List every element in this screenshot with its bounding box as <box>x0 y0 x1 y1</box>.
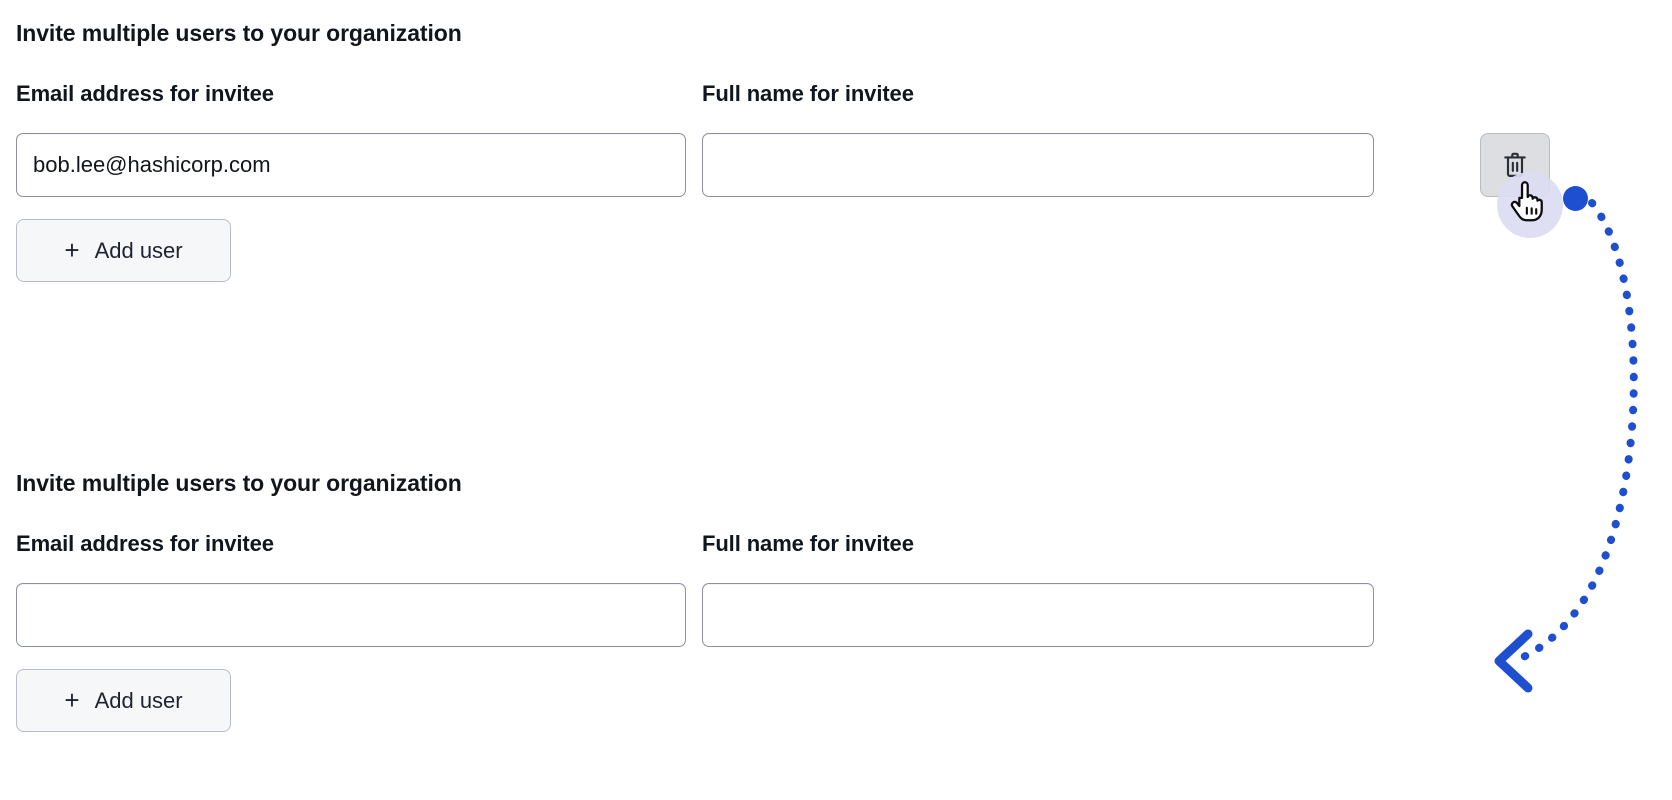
full-name-field-label: Full name for invitee <box>702 531 914 556</box>
arrow-head-left-icon <box>1494 629 1533 693</box>
add-user-button-label: Add user <box>94 687 183 713</box>
plus-icon: + <box>64 684 80 715</box>
add-user-button[interactable]: + Add user <box>16 219 231 282</box>
email-field-label: Email address for invitee <box>16 531 274 556</box>
email-input[interactable] <box>16 133 686 197</box>
full-name-input[interactable] <box>702 133 1374 197</box>
trash-icon <box>1502 151 1528 179</box>
full-name-input[interactable] <box>702 583 1374 647</box>
full-name-field-label: Full name for invitee <box>702 81 914 106</box>
dotted-arrow-path <box>1508 199 1638 665</box>
email-field-label: Email address for invitee <box>16 81 274 106</box>
page-title: Invite multiple users to your organizati… <box>16 470 462 496</box>
add-user-button-label: Add user <box>94 237 183 263</box>
page-title: Invite multiple users to your organizati… <box>16 20 462 46</box>
delete-row-button[interactable] <box>1480 133 1550 197</box>
annotation-start-dot <box>1563 186 1588 211</box>
plus-icon: + <box>64 234 80 265</box>
add-user-button[interactable]: + Add user <box>16 669 231 732</box>
email-input[interactable] <box>16 583 686 647</box>
